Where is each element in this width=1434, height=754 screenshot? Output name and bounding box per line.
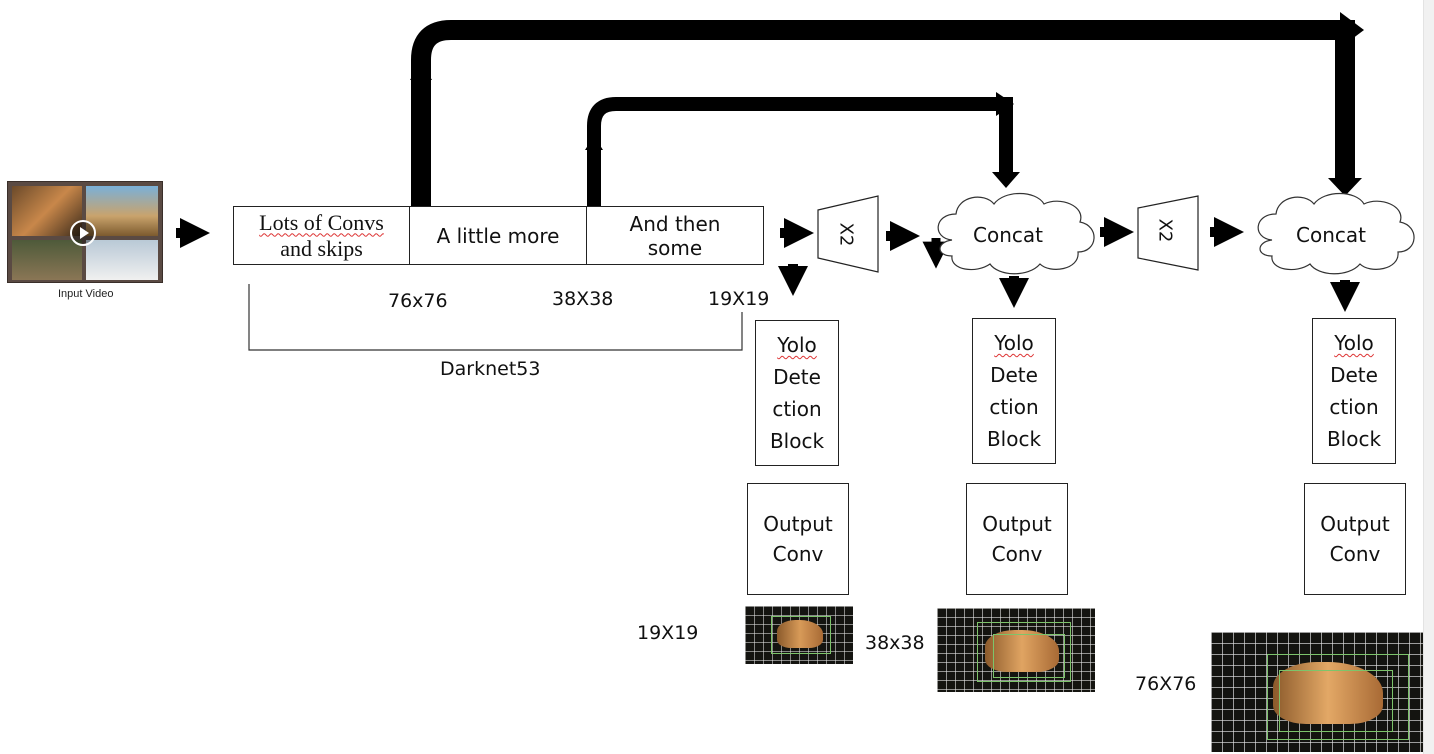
skip-connection-large <box>411 20 1355 206</box>
darknet-block-convs-line1: Lots of Convs <box>259 209 384 235</box>
scale-label-76: 76x76 <box>388 290 448 312</box>
yolo-1-title: Yolo <box>777 333 817 357</box>
skip-large-down-arrowhead <box>1328 178 1362 196</box>
tiger-19 <box>777 620 823 648</box>
upsample-2-label: X2 <box>1154 218 1176 243</box>
concat-2-label: Concat <box>1296 223 1366 247</box>
play-icon[interactable] <box>70 220 96 246</box>
yolo-detection-block-2: Yolo Dete ction Block <box>972 318 1056 464</box>
output-label-76: 76X76 <box>1135 673 1197 695</box>
upsample-2-shape <box>1137 195 1199 271</box>
thumb-polar-bear <box>86 240 158 280</box>
bbox-76-outer <box>1267 654 1409 740</box>
output-conv-1: Output Conv <box>747 483 849 595</box>
thumb-giraffe <box>86 186 158 236</box>
tiger-76 <box>1273 662 1383 724</box>
bbox-38-outer <box>977 622 1071 682</box>
darknet-block-little-more-label: A little more <box>436 223 560 248</box>
skip-medium-up-arrowhead <box>585 136 603 150</box>
yolo-2-title: Yolo <box>994 331 1034 355</box>
skip-medium-right-arrowhead <box>996 92 1014 116</box>
output-label-19: 19X19 <box>637 622 699 644</box>
thumb-animals <box>12 240 82 280</box>
concat-1-cloud <box>937 193 1095 275</box>
output-conv-2: Output Conv <box>966 483 1068 595</box>
yolo-1-rest: Dete ction Block <box>769 365 825 453</box>
darknet-block-then-some: And then some <box>586 206 764 265</box>
darknet-block-convs-line2: and skips <box>280 235 363 261</box>
skip-medium-down-arrowhead <box>992 172 1020 188</box>
skip-large-top-arrowhead <box>1340 12 1364 48</box>
yolo-2-rest: Dete ction Block <box>986 363 1042 451</box>
bbox-38-inner <box>993 634 1065 678</box>
upsample-1-label: X2 <box>835 222 857 247</box>
concat-2-cloud <box>1257 193 1415 275</box>
skip-large-up-arrowhead <box>410 62 432 80</box>
bbox-76-inner <box>1279 670 1393 732</box>
yolo-detection-block-1: Yolo Dete ction Block <box>755 320 839 466</box>
yolo-detection-block-3: Yolo Dete ction Block <box>1312 318 1396 464</box>
output-image-19 <box>745 606 853 664</box>
output-image-38 <box>937 608 1095 692</box>
darknet-bracket <box>248 284 743 351</box>
output-image-76 <box>1211 632 1428 752</box>
skip-connection-medium <box>587 97 1013 206</box>
vertical-scrollbar[interactable] <box>1423 0 1434 754</box>
darknet-block-little-more: A little more <box>409 206 587 265</box>
darknet-label: Darknet53 <box>440 358 541 380</box>
concat-1-label: Concat <box>973 223 1043 247</box>
darknet-block-then-some-line1: And then <box>629 211 721 236</box>
yolo-3-title: Yolo <box>1334 331 1374 355</box>
tiger-38 <box>985 630 1059 672</box>
yolo-3-rest: Dete ction Block <box>1326 363 1382 451</box>
darknet-block-then-some-line2: some <box>647 235 703 260</box>
output-label-38: 38x38 <box>865 632 925 654</box>
darknet-block-convs: Lots of Convs and skips <box>233 206 410 265</box>
input-video-caption: Input Video <box>58 288 114 300</box>
scale-label-38: 38X38 <box>552 288 614 310</box>
input-video-thumbnail[interactable] <box>7 181 163 283</box>
upsample-1-shape <box>817 195 879 273</box>
scale-label-19: 19X19 <box>708 288 770 310</box>
bbox-19 <box>771 616 831 654</box>
output-conv-3: Output Conv <box>1304 483 1406 595</box>
